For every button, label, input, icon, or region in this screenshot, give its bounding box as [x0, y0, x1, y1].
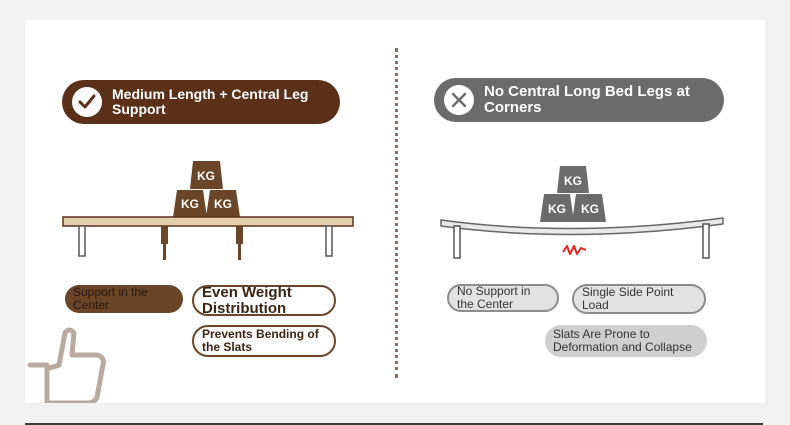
weight-stack: KG KG KG [540, 166, 606, 222]
good-design-title: Medium Length + Central Leg Support [112, 86, 309, 117]
weight-block [540, 194, 574, 222]
central-leg [236, 226, 243, 244]
good-design-header: Medium Length + Central Leg Support [62, 80, 340, 124]
bent-bed-board [440, 217, 724, 236]
corner-leg [78, 225, 86, 257]
thumbs-up-icon [27, 327, 106, 403]
weight-label: KG [197, 169, 215, 183]
close-icon [444, 85, 474, 115]
corner-leg [325, 225, 333, 257]
weight-label: KG [181, 197, 199, 211]
comparison-card: Medium Length + Central Leg Support No C… [25, 20, 765, 403]
central-leg [163, 244, 166, 260]
stress-mark-icon [562, 245, 587, 255]
tag-slats-prone: Slats Are Prone to Deformation and Colla… [545, 325, 707, 357]
tag-prevents-bending: Prevents Bending of the Slats [192, 325, 336, 357]
weight-block [572, 194, 606, 222]
supported-bed-illustration: KG KG KG [62, 161, 354, 260]
weight-block [206, 190, 240, 217]
tag-even-weight: Even Weight Distribution [192, 284, 336, 316]
central-leg [238, 244, 241, 260]
weight-block [173, 190, 207, 217]
bottom-edge [25, 423, 763, 425]
tag-single-side: Single Side Point Load [572, 284, 706, 314]
weight-label: KG [548, 202, 566, 216]
weight-block [190, 161, 223, 189]
tag-support-center: Support in the Center [65, 285, 183, 313]
tag-no-support: No Support in the Center [447, 284, 559, 312]
bed-board [62, 216, 354, 227]
weight-block [557, 166, 589, 193]
bad-design-header: No Central Long Bed Legs at Corners [434, 78, 724, 122]
weight-label: KG [581, 202, 599, 216]
weight-label: KG [564, 174, 582, 188]
weight-stack: KG KG KG [173, 161, 240, 217]
weight-label: KG [214, 197, 232, 211]
central-leg [161, 226, 168, 244]
center-divider [395, 48, 398, 378]
corner-leg [453, 225, 461, 259]
unsupported-bed-illustration: KG KG KG [440, 166, 724, 259]
corner-leg [702, 223, 710, 259]
bad-design-title: No Central Long Bed Legs at Corners [484, 83, 690, 116]
check-icon [72, 87, 102, 117]
